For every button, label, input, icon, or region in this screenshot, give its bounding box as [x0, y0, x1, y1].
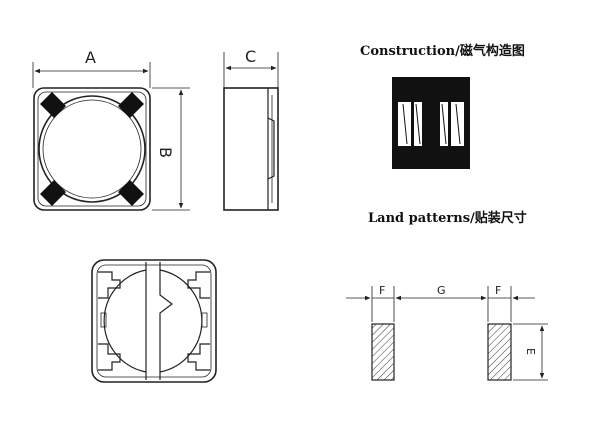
- inner-arc-left: [103, 269, 147, 373]
- winding-circle: [38, 95, 146, 203]
- center-notch: [159, 262, 173, 380]
- inductor-body-bottom: [91, 259, 217, 383]
- dim-label-g: G: [437, 284, 446, 297]
- bottom-view: [91, 259, 217, 383]
- top-view: A B: [32, 48, 190, 211]
- side-slot: [100, 312, 107, 328]
- land-pad-left: [371, 323, 395, 381]
- winding-mark: [441, 103, 447, 145]
- terminal-clip: [187, 271, 210, 299]
- terminal-clip: [98, 271, 121, 299]
- side-slot: [201, 312, 208, 328]
- terminal-clip: [98, 343, 121, 371]
- corner-pad: [40, 180, 66, 206]
- dim-label-f-right: F: [495, 284, 501, 297]
- corner-pad: [118, 180, 144, 206]
- inductor-body-inner: [37, 91, 147, 207]
- dim-label-f-left: F: [379, 284, 385, 297]
- corner-pad: [118, 92, 144, 118]
- winding-mark: [402, 103, 408, 145]
- inductor-body-bottom-inner: [96, 264, 212, 378]
- land-pattern-diagram: F G F E: [346, 284, 548, 381]
- winding-mark: [455, 103, 461, 145]
- land-pad-right: [487, 323, 512, 381]
- corner-pad: [40, 92, 66, 118]
- side-view: C: [223, 47, 279, 211]
- winding-circle-inner: [42, 99, 142, 199]
- land-patterns-heading: Land patterns/贴装尺寸: [368, 210, 527, 226]
- terminal-bend: [267, 117, 275, 180]
- inductor-body-top: [33, 87, 151, 211]
- winding-mark: [415, 103, 421, 145]
- dim-label-e: E: [524, 348, 537, 355]
- construction-diagram: [392, 77, 470, 169]
- inner-arc-right: [159, 269, 203, 373]
- dim-label-a: A: [85, 48, 96, 67]
- core-center-post: [422, 102, 440, 146]
- terminal-clip: [187, 343, 210, 371]
- inductor-body-side: [223, 87, 279, 211]
- dim-label-b: B: [156, 147, 175, 158]
- dim-label-c: C: [245, 47, 256, 66]
- construction-heading: Construction/磁气构造图: [360, 43, 525, 59]
